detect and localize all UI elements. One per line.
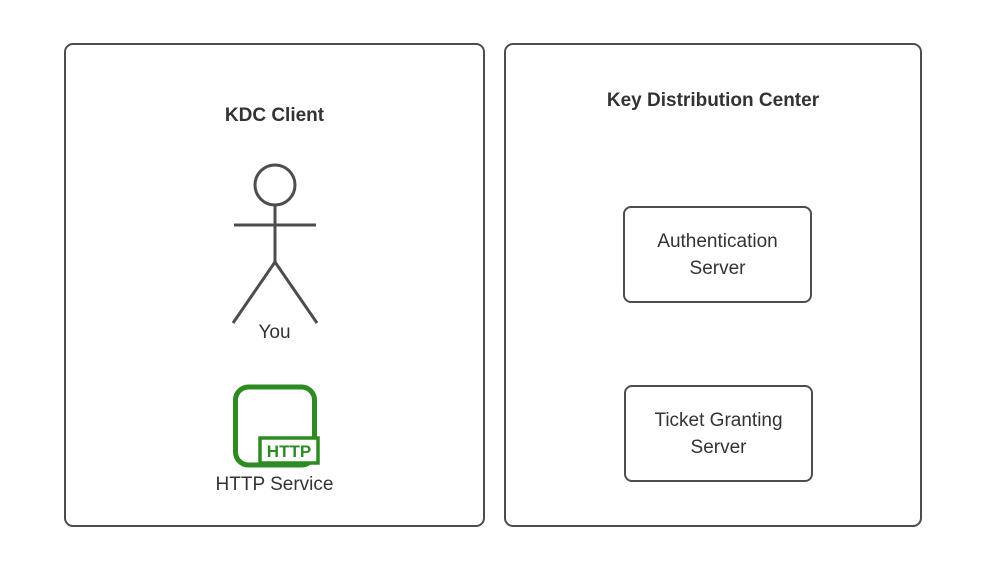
kdc-title-text: Key Distribution Center	[606, 90, 820, 111]
authentication-server-box: Authentication Server	[623, 206, 812, 303]
http-service-label: HTTP Service	[215, 474, 334, 495]
kdc-title: Key Distribution Center	[506, 87, 920, 114]
actor-left-leg	[231, 261, 277, 324]
stick-figure-actor-icon	[231, 163, 319, 324]
kdc-client-title: KDC Client	[66, 102, 483, 129]
ticket-granting-server-box: Ticket Granting Server	[624, 385, 813, 482]
actor-head	[253, 163, 297, 207]
key-distribution-center-panel: Key Distribution Center Authentication S…	[504, 43, 922, 527]
ticket-granting-server-label: Ticket Granting Server	[654, 409, 783, 458]
kdc-client-panel: KDC Client You HTTP HTTP Service	[64, 43, 485, 527]
actor-label: You	[258, 322, 291, 343]
http-service-icon-badge-text: HTTP	[267, 442, 311, 461]
http-service-icon: HTTP	[233, 384, 320, 468]
authentication-server-label: Authentication Server	[657, 230, 778, 279]
http-service-icon-badge	[258, 436, 320, 465]
actor-right-leg	[273, 261, 319, 324]
kdc-client-title-text: KDC Client	[224, 105, 325, 126]
http-service-icon-frame	[233, 384, 317, 468]
